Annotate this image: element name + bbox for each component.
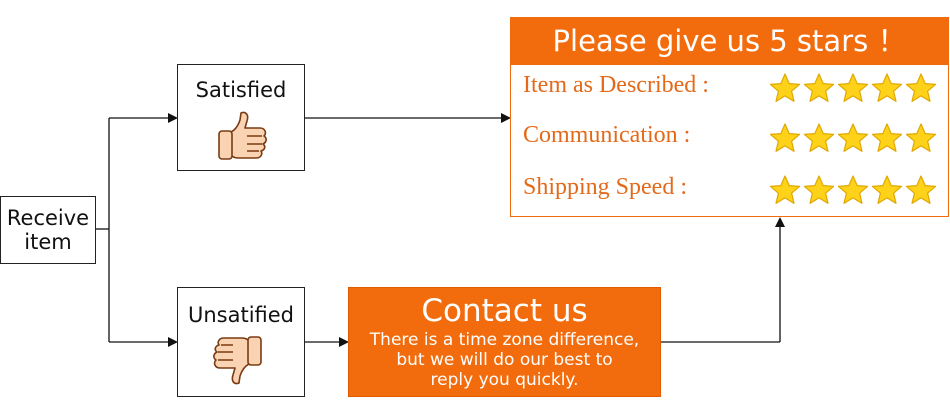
star-icon [871,73,903,102]
star-icon [871,123,903,152]
rating-label-item-as-described: Item as Described : [523,72,709,98]
star-icon [803,175,835,204]
stars-item-as-described [769,72,937,104]
star-icon [905,123,937,152]
star-icon [769,73,801,102]
thumbs-up-icon [218,111,267,160]
receive-item-node: Receive item [0,196,96,264]
receive-item-label: Receive item [6,206,90,254]
contact-us-message: There is a time zone difference, but we … [369,330,640,390]
star-icon [871,175,903,204]
rating-label-communication: Communication : [523,122,691,148]
star-icon [803,123,835,152]
stars-shipping-speed [769,174,937,206]
star-icon [769,123,801,152]
star-icon [769,175,801,204]
star-icon [803,73,835,102]
thumbs-down-icon [213,336,262,385]
rating-title: Please give us 5 stars ！ [511,18,948,65]
satisfied-node: Satisfied [177,64,305,171]
satisfied-label: Satisfied [195,78,287,102]
star-icon [905,175,937,204]
rating-label-shipping-speed: Shipping Speed : [523,174,688,200]
star-icon [837,73,869,102]
stars-communication [769,122,937,154]
star-icon [905,73,937,102]
unsatisfied-label: Unsatified [187,303,295,327]
star-icon [837,123,869,152]
unsatisfied-node: Unsatified [177,287,305,397]
star-icon [837,175,869,204]
contact-us-title: Contact us [421,293,588,329]
rating-panel: Please give us 5 stars ！ Item as Describ… [510,17,949,217]
contact-us-box: Contact us There is a time zone differen… [348,287,661,397]
